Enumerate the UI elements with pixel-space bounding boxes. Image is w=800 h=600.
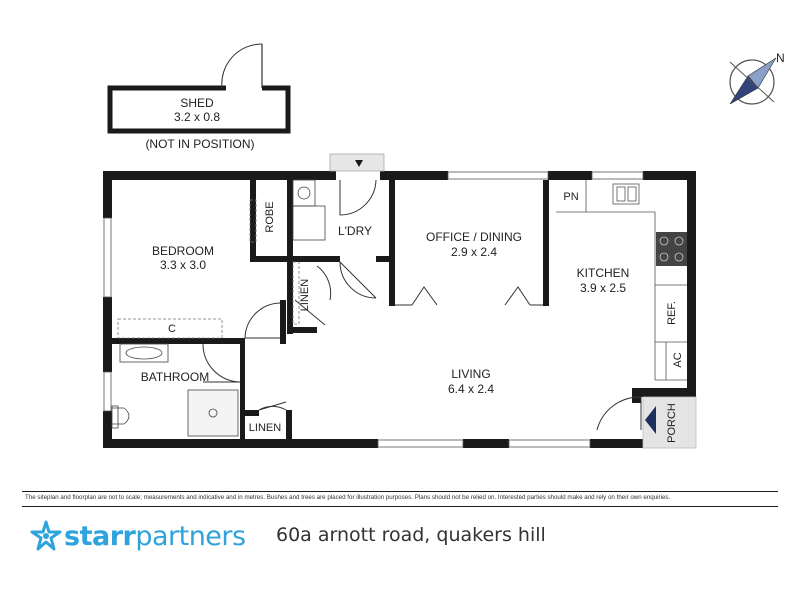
linen-upper-label: LINEN: [299, 279, 311, 311]
exterior-walls: [103, 171, 696, 448]
porch: [642, 396, 697, 449]
footer-rule-bottom: [22, 506, 778, 507]
doors: [202, 179, 642, 431]
porch-label: PORCH: [666, 403, 678, 443]
closet-lines: [117, 199, 300, 339]
office-dining-label: OFFICE / DINING: [426, 230, 522, 244]
bedroom-label: BEDROOM: [152, 244, 214, 258]
star-logo-icon: [30, 520, 62, 551]
closet-label: C: [168, 323, 176, 335]
property-address: 60a arnott road, quakers hill: [276, 524, 546, 546]
bathroom-fixtures: [111, 343, 239, 437]
interior-walls: [112, 180, 549, 439]
floor-plan: SHED 3.2 x 0.8 (NOT IN POSITION) N: [103, 43, 785, 449]
fridge-label: REF.: [666, 301, 678, 325]
kitchen-dims: 3.9 x 2.5: [580, 281, 626, 295]
logo-suffix: partners: [135, 520, 246, 552]
linen-lower-label: LINEN: [249, 422, 281, 434]
cooktop-icon: [656, 232, 687, 266]
bedroom-dims: 3.3 x 3.0: [160, 258, 206, 272]
living-label: LIVING: [451, 367, 490, 381]
compass-label: N: [776, 51, 785, 65]
kitchen-label: KITCHEN: [577, 266, 630, 280]
office-dining-dims: 2.9 x 2.4: [451, 245, 497, 259]
brand-logo: starrpartners: [30, 520, 246, 552]
windows: [103, 171, 644, 448]
kitchen-bench: [556, 180, 687, 381]
shed-note: (NOT IN POSITION): [145, 137, 254, 151]
laundry-entry: [329, 153, 385, 172]
shed-dims: 3.2 x 0.8: [174, 110, 220, 124]
living-dims: 6.4 x 2.4: [448, 382, 494, 396]
footer-rule-top: [22, 491, 778, 492]
logo-prefix: starr: [64, 520, 136, 552]
robe-label: ROBE: [264, 201, 276, 232]
laundry-label: L'DRY: [338, 224, 372, 238]
pantry-label: PN: [563, 191, 578, 203]
laundry-fixtures: [292, 179, 326, 241]
shed-label: SHED: [180, 96, 214, 110]
compass-icon: [729, 57, 777, 105]
shed: [107, 43, 291, 134]
bathroom-label: BATHROOM: [141, 370, 209, 384]
ac-label: AC: [672, 352, 684, 367]
disclaimer-text: The siteplan and floorplan are not to sc…: [25, 494, 671, 501]
